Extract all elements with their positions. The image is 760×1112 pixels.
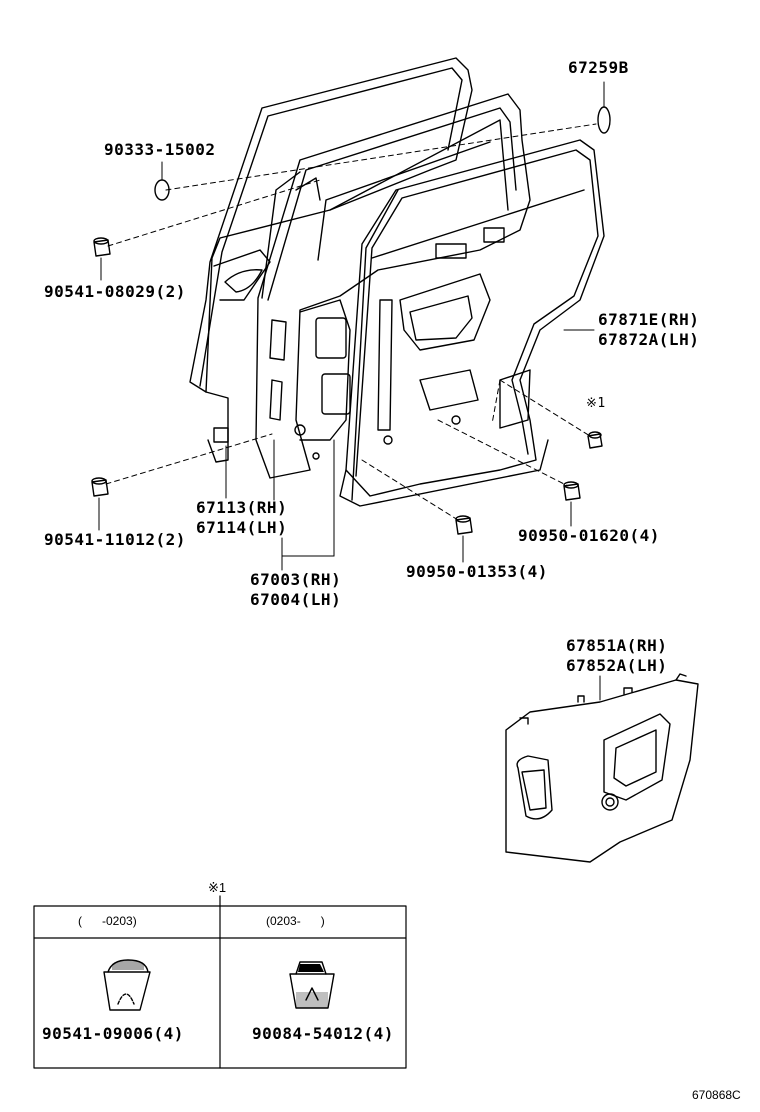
clip-variant-90541-09006	[103, 959, 151, 1011]
part-label-67113: 67113(RH)	[196, 498, 288, 517]
clip-90950-01353	[455, 515, 473, 535]
clip-90541-08029	[93, 237, 111, 257]
solid-leaders	[98, 81, 605, 701]
table-col1-part: 90541-09006(4)	[42, 1024, 184, 1043]
part-label-67852a: 67852A(LH)	[566, 656, 668, 675]
part-label-67004: 67004(LH)	[250, 590, 342, 609]
door-trim-panel	[505, 673, 699, 863]
variant-table-frame	[33, 895, 407, 1069]
part-label-90950-01620: 90950-01620(4)	[518, 526, 660, 545]
part-label-67871e: 67871E(RH)	[598, 310, 700, 329]
part-label-67851a: 67851A(RH)	[566, 636, 668, 655]
table-col2-part: 90084-54012(4)	[252, 1024, 394, 1043]
door-weatherstrip	[339, 139, 605, 507]
grommet-67259b	[597, 106, 611, 134]
part-label-90333-15002: 90333-15002	[104, 140, 216, 159]
door-outer-panel	[189, 57, 473, 463]
clip-fill-marks	[112, 960, 328, 1008]
part-label-90541-08029: 90541-08029(2)	[44, 282, 186, 301]
reference-code: 670868C	[692, 1088, 741, 1102]
note-marker-1: ※1	[586, 396, 606, 411]
part-label-67003: 67003(RH)	[250, 570, 342, 589]
table-note-marker: ※1	[208, 880, 227, 895]
door-inner-frame	[255, 93, 531, 479]
clip-note-1	[587, 431, 603, 449]
dashed-leaders	[105, 123, 597, 521]
clip-variant-90084-54012	[289, 961, 335, 1009]
part-label-67114: 67114(LH)	[196, 518, 288, 537]
table-col1-header: ( -0203)	[78, 914, 137, 928]
part-label-67259b: 67259B	[568, 58, 629, 77]
clip-90541-11012	[91, 477, 109, 497]
table-col2-header: (0203- )	[266, 914, 325, 928]
part-label-90541-11012: 90541-11012(2)	[44, 530, 186, 549]
part-label-90950-01353: 90950-01353(4)	[406, 562, 548, 581]
clip-90950-01620	[563, 481, 581, 501]
part-label-67872a: 67872A(LH)	[598, 330, 700, 349]
